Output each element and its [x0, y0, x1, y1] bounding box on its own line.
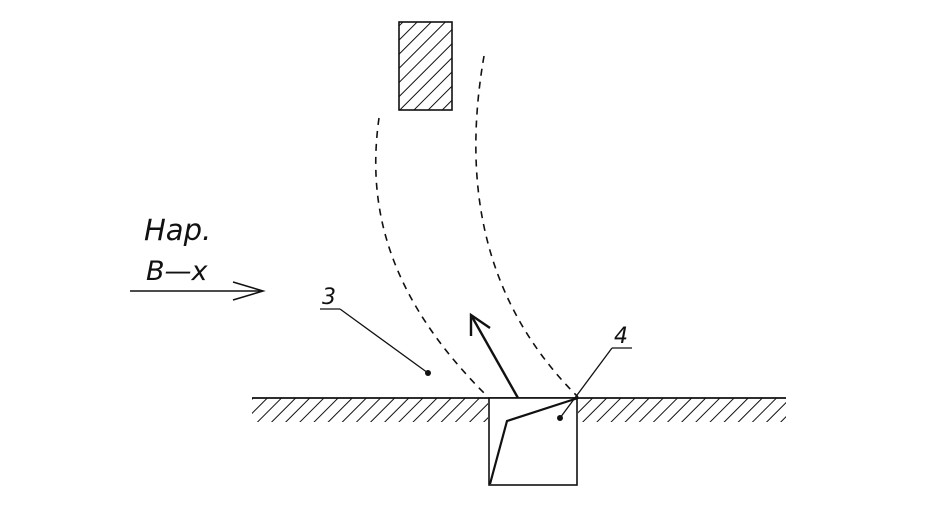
callout-4-label: 4 — [614, 324, 628, 349]
dashed-curve-right — [475, 55, 579, 398]
dashed-curve-left — [374, 117, 489, 398]
direction-label-line2: В—х — [146, 256, 209, 287]
ground-hatching-left — [252, 398, 488, 422]
top-hatched-block — [398, 21, 453, 111]
callout-3-label: 3 — [322, 285, 336, 310]
ground-hatching-right — [578, 398, 786, 422]
direction-annotation: Нар. В—х — [130, 213, 266, 301]
callout-4: 4 — [557, 324, 632, 421]
direction-arrow-head — [232, 281, 266, 301]
callout-3: 3 — [320, 285, 431, 376]
flow-arrow — [469, 312, 520, 399]
pit-profile-line — [488, 396, 579, 485]
direction-label-line1: Нар. — [144, 213, 211, 247]
